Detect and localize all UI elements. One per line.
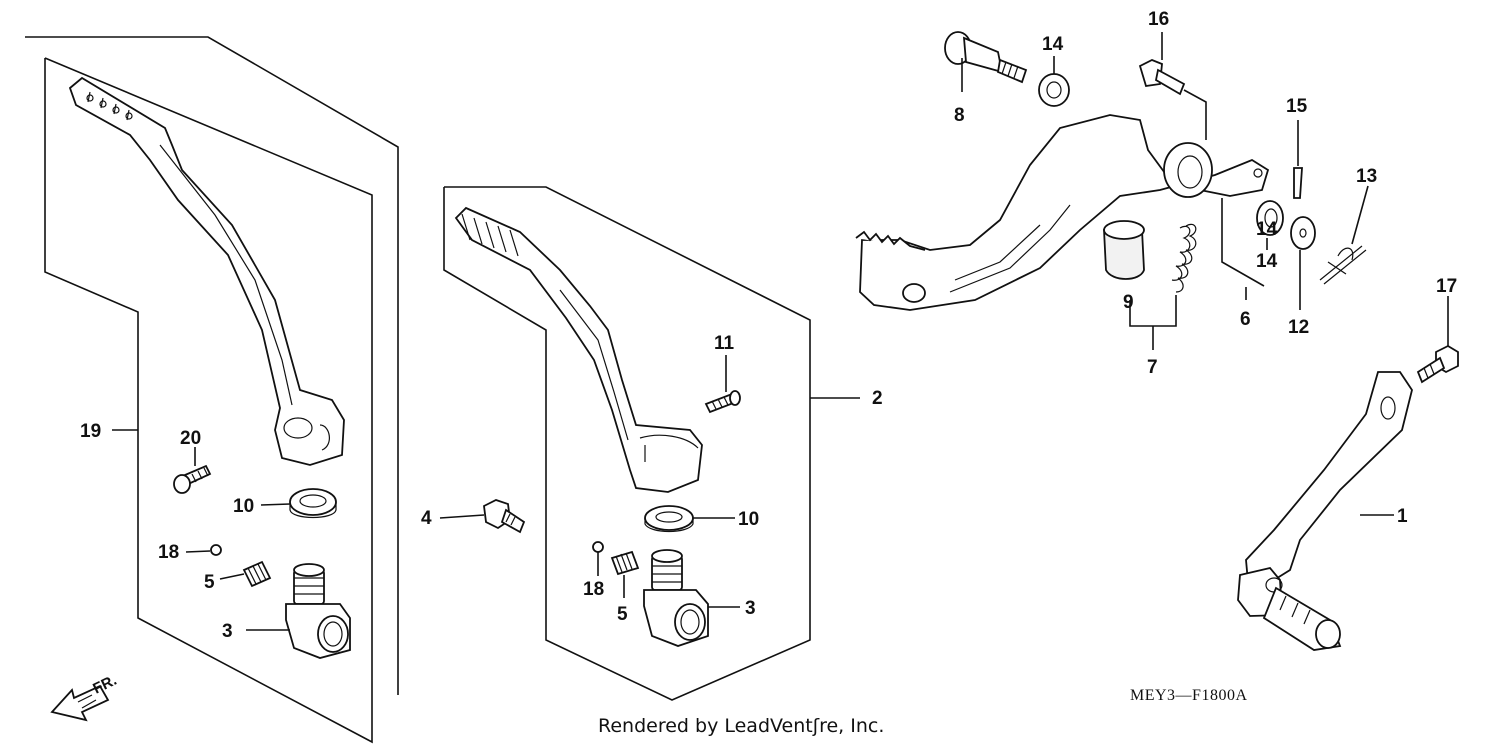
spring-5-middle xyxy=(610,550,640,576)
callout-7: 7 xyxy=(1147,357,1158,378)
bolt-20 xyxy=(173,464,212,494)
seal-14-lower xyxy=(1256,200,1284,236)
pin-15 xyxy=(1293,167,1303,199)
bolt-16 xyxy=(1138,59,1186,96)
kick-starter-arm-2 xyxy=(454,206,703,493)
callout-18-middle: 18 xyxy=(583,579,604,600)
collar-9 xyxy=(1103,220,1145,280)
callout-10-left: 10 xyxy=(233,496,254,517)
callout-14-middle: 14 xyxy=(1256,219,1278,240)
callout-numbers: 19 20 10 18 5 3 4 11 2 10 18 5 3 8 14 16… xyxy=(80,9,1457,642)
callout-13: 13 xyxy=(1356,166,1377,187)
callout-3-middle: 3 xyxy=(745,598,756,619)
front-direction-arrow: FR. xyxy=(50,672,119,722)
seal-10-middle xyxy=(644,505,694,533)
callout-4: 4 xyxy=(421,508,432,529)
washer-12 xyxy=(1290,216,1316,250)
callout-9: 9 xyxy=(1123,292,1134,313)
bolt-4 xyxy=(483,499,526,534)
callout-2: 2 xyxy=(872,388,883,409)
callout-14-top: 14 xyxy=(1042,34,1064,55)
bolt-11 xyxy=(704,390,741,414)
callout-14-lower: 14 xyxy=(1256,251,1278,272)
spindle-3-middle xyxy=(643,549,709,647)
callout-5-middle: 5 xyxy=(617,604,628,625)
ball-18-middle xyxy=(592,541,604,553)
callout-18-left: 18 xyxy=(158,542,179,563)
bolt-17 xyxy=(1416,344,1459,384)
callout-3-left: 3 xyxy=(222,621,233,642)
seal-10-left xyxy=(289,488,337,519)
callout-20: 20 xyxy=(180,428,201,449)
callout-12: 12 xyxy=(1288,317,1309,338)
callout-15: 15 xyxy=(1286,96,1308,117)
callout-6: 6 xyxy=(1240,309,1251,330)
return-spring-7 xyxy=(1171,223,1197,293)
callout-16: 16 xyxy=(1148,9,1169,30)
seal-14-top xyxy=(1038,73,1070,107)
kick-starter-arm-19 xyxy=(68,76,345,466)
callout-5-left: 5 xyxy=(204,572,215,593)
callout-19: 19 xyxy=(80,421,101,442)
pivot-bolt-8 xyxy=(944,31,1028,84)
callout-1: 1 xyxy=(1397,506,1408,527)
callout-8: 8 xyxy=(954,105,965,126)
group-frame-19 xyxy=(25,36,399,744)
callout-17: 17 xyxy=(1436,276,1457,297)
callout-11: 11 xyxy=(714,333,735,354)
diagram-code: MEY3—F1800A xyxy=(1130,687,1248,704)
group-frame-2 xyxy=(443,186,811,701)
brake-pedal-6 xyxy=(855,114,1270,311)
ball-18-left xyxy=(210,544,222,556)
spindle-3-left xyxy=(285,563,351,659)
callout-10-middle: 10 xyxy=(738,509,759,530)
cotter-pin-13 xyxy=(1319,245,1367,285)
spring-5-left xyxy=(242,560,272,588)
gearshift-pedal-1 xyxy=(1237,371,1413,651)
credit-text: Rendered by LeadVentʃre, Inc. xyxy=(598,715,884,737)
leader-lines xyxy=(112,32,1449,631)
